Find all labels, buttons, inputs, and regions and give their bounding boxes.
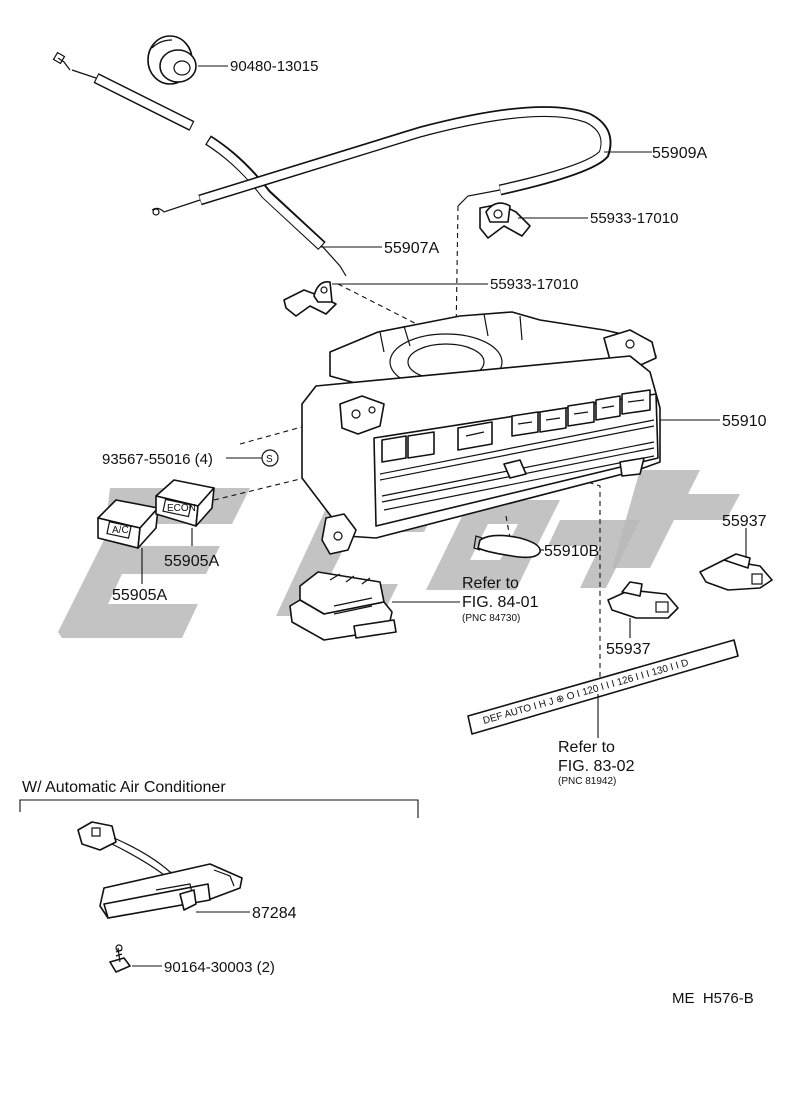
label-switch-upper: 55905A [164,553,219,570]
switch-b-text: ECON [167,503,196,514]
label-bulb: 55910B [544,543,599,560]
ref2-line3: (PNC 81942) [558,776,616,787]
label-switch-lower: 55905A [112,587,167,604]
sensor-87284 [77,821,243,919]
bulb-55910b [473,534,541,559]
label-bolt: 90164-30003 (2) [164,959,275,976]
label-control-assembly: 55910 [722,413,767,430]
indicator-scale-text: DEF AUTO I H J ⊕ O I 120 I I I 126 I I I… [482,658,690,727]
label-knob-right: 55937 [722,513,767,530]
label-sensor: 87284 [252,905,297,922]
switch-55905a-lower: A/C [97,499,159,549]
label-grommet: 90480-13015 [230,58,318,75]
switch-a-text: A/C [112,525,129,536]
label-clamp-upper: 55933-17010 [590,210,678,227]
screw-symbol-icon [261,449,279,467]
control-assembly-55910 [301,311,661,555]
indicator-plate: DEF AUTO I H J ⊕ O I 120 I I I 126 I I I… [467,639,739,735]
watermark-logo: ecat [58,470,740,638]
connector-part [289,571,397,641]
label-screw: 93567-55016 (4) [102,451,213,468]
ref2-line1: Refer to [558,739,615,756]
grommet-part [147,35,197,85]
label-knob-left: 55937 [606,641,651,658]
auto-ac-section-frame [19,799,419,818]
switch-55905a-upper: ECON [155,479,215,527]
section-title: W/ Automatic Air Conditioner [22,779,226,796]
cable-55907a [52,51,347,277]
label-cable-55909a: 55909A [652,145,707,162]
clamp-lower [283,280,337,317]
label-cable-55907a: 55907A [384,240,439,257]
footer-code: ME H576-B [672,990,754,1007]
ref2-line2: FIG. 83-02 [558,758,635,775]
screw-symbol: S [266,454,273,465]
ref1-line3: (PNC 84730) [462,613,520,624]
bolt-part [109,944,131,973]
label-clamp-lower: 55933-17010 [490,276,578,293]
ref1-line1: Refer to [462,575,519,592]
cable-55909a [151,106,612,216]
clamp-upper [479,202,531,239]
knob-55937-right [699,553,773,591]
ref1-line2: FIG. 84-01 [462,594,539,611]
knob-55937-left [607,581,679,619]
